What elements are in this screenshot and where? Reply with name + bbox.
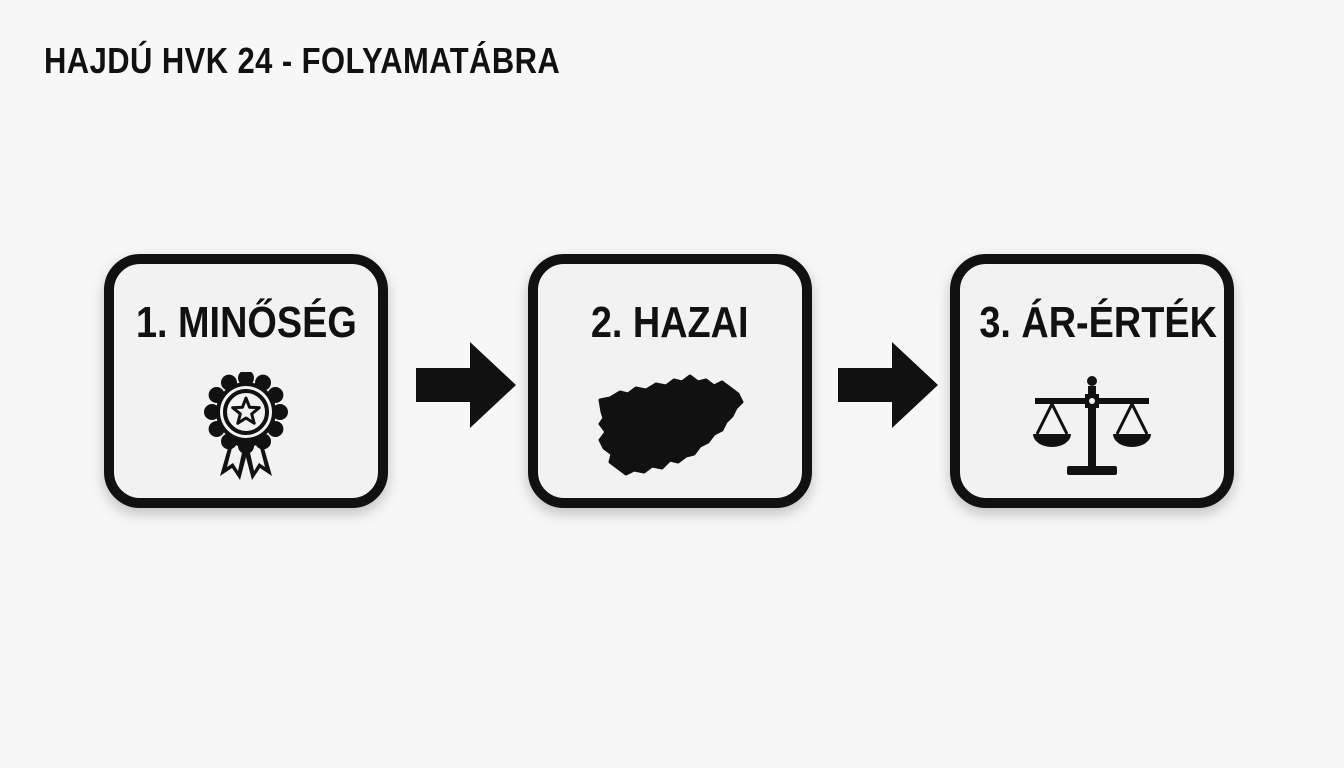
hungary-map-icon bbox=[598, 374, 744, 476]
step-label-value: 3. ÁR-ÉRTÉK bbox=[979, 298, 1217, 347]
step-box-quality: 1. MINŐSÉG bbox=[104, 254, 388, 508]
arrow-right-icon bbox=[838, 342, 938, 428]
step-box-value: 3. ÁR-ÉRTÉK bbox=[950, 254, 1234, 508]
step-box-domestic: 2. HAZAI bbox=[528, 254, 812, 508]
award-ribbon-icon bbox=[204, 372, 288, 480]
diagram-title: HAJDÚ HVK 24 - FOLYAMATÁBRA bbox=[44, 40, 561, 81]
balance-scale-icon bbox=[1033, 376, 1151, 475]
step-label-domestic: 2. HAZAI bbox=[591, 298, 749, 347]
step-label-quality: 1. MINŐSÉG bbox=[135, 298, 357, 347]
arrow-right-icon bbox=[416, 342, 516, 428]
